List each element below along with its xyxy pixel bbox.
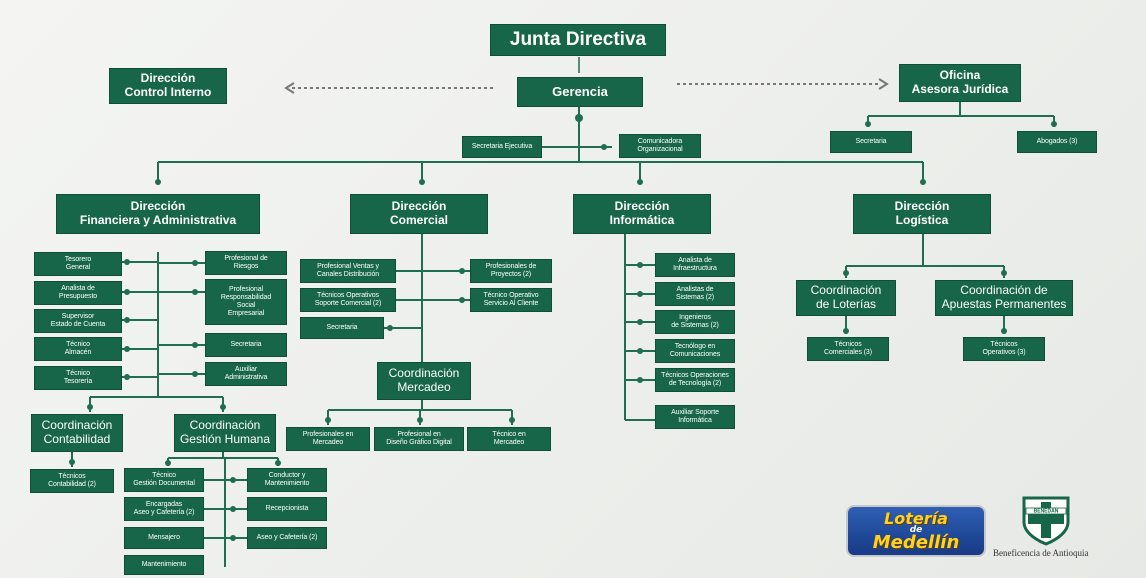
- tecnicos-operativos-box: Técnicos Operativos (3): [963, 337, 1045, 361]
- connector-dot: [325, 417, 331, 423]
- tecnico-gestion-documental-box: Técnico Gestión Documental: [124, 468, 204, 492]
- profesionales-mercadeo-box: Profesionales en Mercadeo: [286, 427, 370, 451]
- encargadas-aseo-box: Encargadas Aseo y Cafetería (2): [124, 497, 204, 521]
- coord-gestion-humana-box: Coordinación Gestión Humana: [174, 414, 276, 452]
- tecnico-tesoreria-box: Técnico Tesorería: [34, 366, 122, 390]
- beneficencia-caption: Beneficencia de Antioquia: [993, 548, 1089, 558]
- comunicadora-box: Comunicadora Organizacional: [619, 134, 701, 158]
- connector-dot: [165, 460, 171, 466]
- connector-dot: [230, 477, 236, 483]
- aseo-cafeteria-box: Aseo y Cafetería (2): [247, 527, 327, 549]
- connector-dot: [601, 144, 607, 150]
- analistas-sistemas-box: Analistas de Sistemas (2): [655, 282, 735, 306]
- connector-dot: [192, 289, 198, 295]
- coord-mercadeo-box: Coordinación Mercadeo: [377, 362, 471, 400]
- connector-dot: [1001, 270, 1007, 276]
- abogados-box: Abogados (3): [1017, 131, 1097, 153]
- connector-dot: [275, 460, 281, 466]
- secretaria-financiera-box: Secretaria: [205, 333, 287, 357]
- connector-dot: [124, 317, 130, 323]
- connector-dot: [124, 289, 130, 295]
- direccion-financiera-box: Dirección Financiera y Administrativa: [56, 194, 260, 234]
- coord-apuestas-box: Coordinación de Apuestas Permanentes: [935, 280, 1073, 316]
- direccion-comercial-box: Dirección Comercial: [350, 194, 488, 234]
- connector-dot: [230, 535, 236, 541]
- connector-dot: [192, 260, 198, 266]
- auxiliar-administrativa-box: Auxiliar Administrativa: [205, 362, 287, 386]
- connector-dot: [637, 262, 643, 268]
- supervisor-estado-cuenta-box: Supervisor Estado de Cuenta: [34, 309, 122, 333]
- connector-dot: [387, 325, 393, 331]
- control-interno-box: Dirección Control Interno: [109, 68, 227, 104]
- secretaria-ejecutiva-box: Secretaria Ejecutiva: [462, 136, 542, 158]
- mensajero-box: Mensajero: [124, 527, 204, 549]
- tecnicos-comerciales-box: Técnicos Comerciales (3): [807, 337, 889, 361]
- beneficencia-shield-icon: BENEDAN: [1022, 496, 1070, 546]
- connector-dot: [637, 377, 643, 383]
- responsabilidad-social-box: Profesional Responsabilidad Social Empre…: [205, 279, 287, 325]
- tecnico-servicio-cliente-box: Técnico Operativo Servicio Al Cliente: [470, 288, 552, 312]
- secretaria-comercial-box: Secretaria: [300, 317, 384, 339]
- tecnicos-soporte-comercial-box: Técnicos Operativos Soporte Comercial (2…: [300, 288, 396, 312]
- coord-loterias-box: Coordinación de Loterías: [796, 280, 896, 316]
- connector-dot: [509, 417, 515, 423]
- connector-dot: [192, 342, 198, 348]
- connector-dot: [575, 114, 583, 122]
- analista-infraestructura-box: Analista de Infraestructura: [655, 253, 735, 277]
- direccion-informatica-box: Dirección Informática: [573, 194, 711, 234]
- mantenimiento-box: Mantenimiento: [124, 555, 204, 575]
- connector-dot: [124, 259, 130, 265]
- connector-dot: [459, 297, 465, 303]
- tecnico-almacen-box: Técnico Almacén: [34, 337, 122, 361]
- arrow-head: [284, 82, 295, 94]
- svg-text:BENEDAN: BENEDAN: [1034, 509, 1059, 515]
- connector-dot: [87, 404, 93, 410]
- diseno-grafico-box: Profesional en Diseño Gráfico Digital: [374, 427, 464, 451]
- junta-directiva-box: Junta Directiva: [490, 24, 666, 56]
- connector-dot: [124, 374, 130, 380]
- connector-dot: [865, 121, 871, 127]
- conductor-mantenimiento-box: Conductor y Mantenimiento: [247, 468, 327, 492]
- connector-dot: [1051, 121, 1057, 127]
- connector-dot: [192, 371, 198, 377]
- connector-dot: [220, 404, 226, 410]
- tecnicos-operaciones-box: Técnicos Operaciones de Tecnología (2): [655, 368, 735, 392]
- profesional-ventas-box: Profesional Ventas y Canales Distribució…: [300, 259, 396, 283]
- connector-dot: [419, 179, 425, 185]
- connector-dot: [843, 270, 849, 276]
- secretaria-juridica-box: Secretaria: [830, 131, 912, 153]
- oficina-juridica-box: Oficina Asesora Jurídica: [899, 64, 1021, 102]
- connector-dot: [124, 346, 130, 352]
- tesorero-general-box: Tesorero General: [34, 252, 122, 276]
- connector-dot: [920, 179, 926, 185]
- connector-dot: [637, 348, 643, 354]
- auxiliar-soporte-box: Auxiliar Soporte Informática: [655, 405, 735, 429]
- connector-dot: [459, 268, 465, 274]
- profesional-riesgos-box: Profesional de Riesgos: [205, 251, 287, 275]
- connector-dot: [637, 179, 643, 185]
- tecnico-mercadeo-box: Técnico en Mercadeo: [467, 427, 551, 451]
- connector-dot: [69, 459, 75, 465]
- arrow-head: [878, 78, 889, 90]
- coord-contabilidad-box: Coordinación Contabilidad: [31, 414, 123, 452]
- loteria-medellin-logo: Lotería de Medellín: [846, 505, 986, 557]
- recepcionista-box: Recepcionista: [247, 497, 327, 521]
- tecnologo-comunicaciones-box: Tecnólogo en Comunicaciones: [655, 339, 735, 363]
- connector-dot: [637, 291, 643, 297]
- profesionales-proyectos-box: Profesionales de Proyectos (2): [470, 259, 552, 283]
- connector-dot: [1001, 328, 1007, 334]
- gerencia-box: Gerencia: [517, 77, 643, 107]
- connector-dot: [843, 328, 849, 334]
- ingenieros-sistemas-box: Ingenieros de Sistemas (2): [655, 310, 735, 334]
- direccion-logistica-box: Dirección Logística: [853, 194, 991, 234]
- connector-dot: [230, 506, 236, 512]
- analista-presupuesto-box: Analista de Presupuesto: [34, 281, 122, 305]
- tecnicos-contabilidad-box: Técnicos Contabilidad (2): [30, 469, 114, 493]
- connector-dot: [155, 179, 161, 185]
- connector-dot: [637, 319, 643, 325]
- connector-dot: [417, 417, 423, 423]
